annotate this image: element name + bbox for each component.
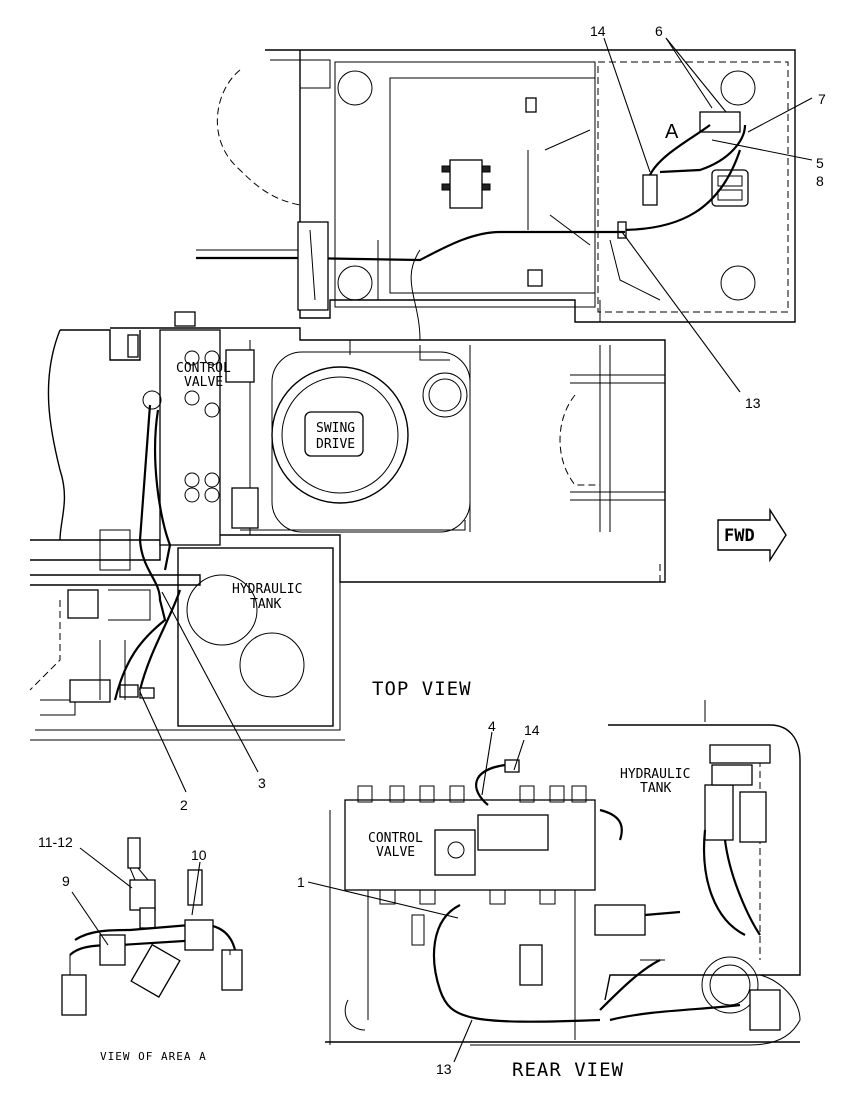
view-of-area-a-title: VIEW OF AREA A [100,1050,207,1063]
fwd-label: FWD [724,526,755,546]
top-view-title: TOP VIEW [372,678,472,700]
hydraulic-tank-rear-label-line1: HYDRAULIC [620,767,690,782]
forward-arrow: FWD [717,507,787,563]
control-valve-top [67,311,259,703]
rear-view-labels: CONTROL VALVE HYDRAULIC TANK REAR VIEW [368,767,690,1081]
callout-13-rear: 13 [436,1061,452,1077]
area-a-callouts: 11-12 10 9 VIEW OF AREA A [38,834,207,1063]
callout-2: 2 [180,797,188,813]
callout-3: 3 [258,775,266,791]
view-of-area-a [61,837,243,1016]
top-view-upper-platform [196,49,796,341]
hydraulic-tank-rear-label-line2: TANK [640,781,671,796]
area-a-marker: A [665,121,679,143]
callout-4: 4 [488,718,496,734]
callout-14-rear: 14 [524,722,540,738]
callout-11-12: 11-12 [38,834,73,850]
swing-drive-label-line1: SWING [316,421,355,436]
top-view-callouts: 14 6 7 5 8 13 3 2 [139,23,826,813]
rear-view-callouts: 4 14 1 13 [297,718,540,1077]
callout-14-top: 14 [590,23,606,39]
hydraulic-tank-label-line1: HYDRAULIC [232,582,302,597]
control-valve-rear-label-line2: VALVE [376,845,415,860]
callout-6: 6 [655,23,663,39]
callout-9: 9 [62,873,70,889]
callout-1: 1 [297,874,305,890]
control-valve-label-line1: CONTROL [176,361,231,376]
control-valve-label-line2: VALVE [184,375,223,390]
callout-7: 7 [818,91,826,107]
rear-view-title: REAR VIEW [512,1059,624,1081]
swing-drive-label-line2: DRIVE [316,437,355,452]
callout-5: 5 [816,155,824,171]
callout-10: 10 [191,847,207,863]
control-valve-rear-label-line1: CONTROL [368,831,423,846]
rear-view [325,700,801,1046]
top-view-lower-frame [29,327,666,741]
hydraulic-tank-label-line2: TANK [250,597,281,612]
callout-13-top: 13 [745,395,761,411]
callout-8: 8 [816,173,824,189]
top-view-labels: CONTROL VALVE SWING DRIVE HYDRAULIC TANK… [176,121,679,700]
